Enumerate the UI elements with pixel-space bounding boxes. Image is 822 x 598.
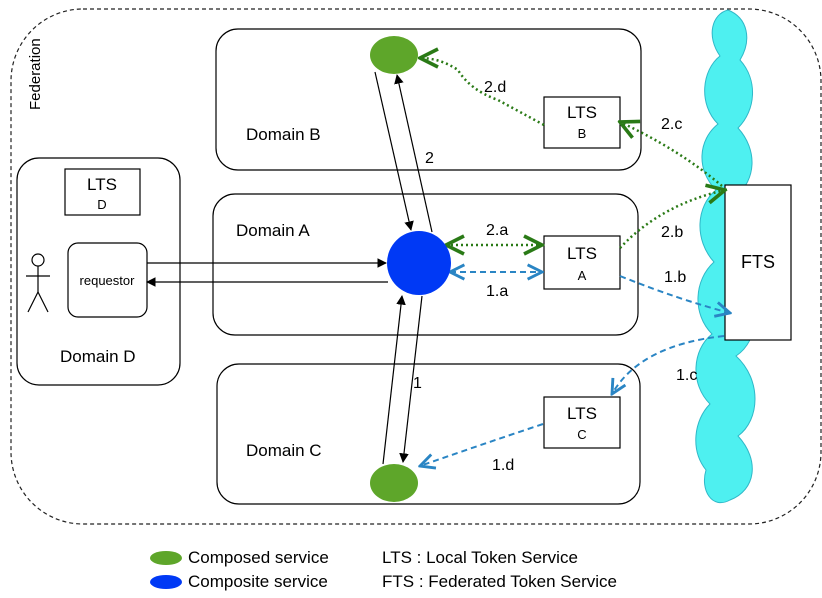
lts-b-sub: B <box>578 126 587 141</box>
domain-a-label: Domain A <box>236 221 310 240</box>
legend-lts-abbr: LTS : Local Token Service <box>382 548 578 567</box>
edge-label-2b: 2.b <box>661 224 683 241</box>
requestor-label: requestor <box>80 273 136 288</box>
arrow-composed-b-to-composite <box>374 71 414 231</box>
edge-label-2d: 2.d <box>484 79 506 96</box>
lts-c-title: LTS <box>567 404 597 423</box>
domain-b-box <box>215 28 642 171</box>
flow-1c <box>612 335 725 394</box>
edge-label-2c: 2.c <box>661 116 682 133</box>
arrow-composite-to-composed-c <box>399 295 423 463</box>
composed-service-c <box>370 464 418 502</box>
lts-b-title: LTS <box>567 103 597 122</box>
legend-composed-label: Composed service <box>188 548 329 567</box>
fts-label: FTS <box>741 252 775 272</box>
fts-box: FTS <box>724 184 792 341</box>
composite-service <box>387 231 451 295</box>
requestor-box: requestor <box>67 242 148 318</box>
domain-c-label: Domain C <box>246 441 322 460</box>
flow-2c <box>620 122 723 187</box>
legend-composite-label: Composite service <box>188 572 328 591</box>
lts-a-title: LTS <box>567 244 597 263</box>
legend-row-composed: Composed service LTS : Local Token Servi… <box>150 548 578 568</box>
domain-d-label: Domain D <box>60 347 136 366</box>
lts-d-box: LTS D <box>64 168 141 216</box>
lts-c-box: LTS C <box>543 396 621 449</box>
flow-1d <box>420 423 544 466</box>
edge-label-1b: 1.b <box>664 269 686 286</box>
arrow-composed-c-to-composite <box>382 295 406 465</box>
edge-label-2a: 2.a <box>486 222 508 239</box>
domain-c-box <box>216 363 641 505</box>
lts-d-title: LTS <box>87 175 117 194</box>
lts-a-sub: A <box>578 268 587 283</box>
federation-label: Federation <box>27 38 44 110</box>
flow-1b <box>619 275 730 313</box>
legend-row-composite: Composite service FTS : Federated Token … <box>150 572 617 592</box>
domain-b-label: Domain B <box>246 125 321 144</box>
legend-composite-swatch <box>150 574 182 589</box>
legend-fts-abbr: FTS : Federated Token Service <box>382 572 617 591</box>
lts-a-box: LTS A <box>543 235 621 290</box>
edge-label-1c: 1.c <box>676 367 697 384</box>
flow-2d <box>420 58 545 127</box>
user-icon <box>26 253 50 313</box>
lts-b-box: LTS B <box>543 96 621 149</box>
edge-label-1a: 1.a <box>486 283 508 300</box>
federation-boundary <box>10 8 822 525</box>
legend-composed-swatch <box>150 550 182 565</box>
edge-label-1d: 1.d <box>492 457 514 474</box>
lts-d-sub: D <box>97 197 106 212</box>
arrow-composite-to-composed-b <box>394 74 433 233</box>
edge-label-2: 2 <box>425 150 434 167</box>
lts-c-sub: C <box>577 427 586 442</box>
edge-label-1: 1 <box>413 375 422 392</box>
composed-service-b <box>370 36 418 74</box>
